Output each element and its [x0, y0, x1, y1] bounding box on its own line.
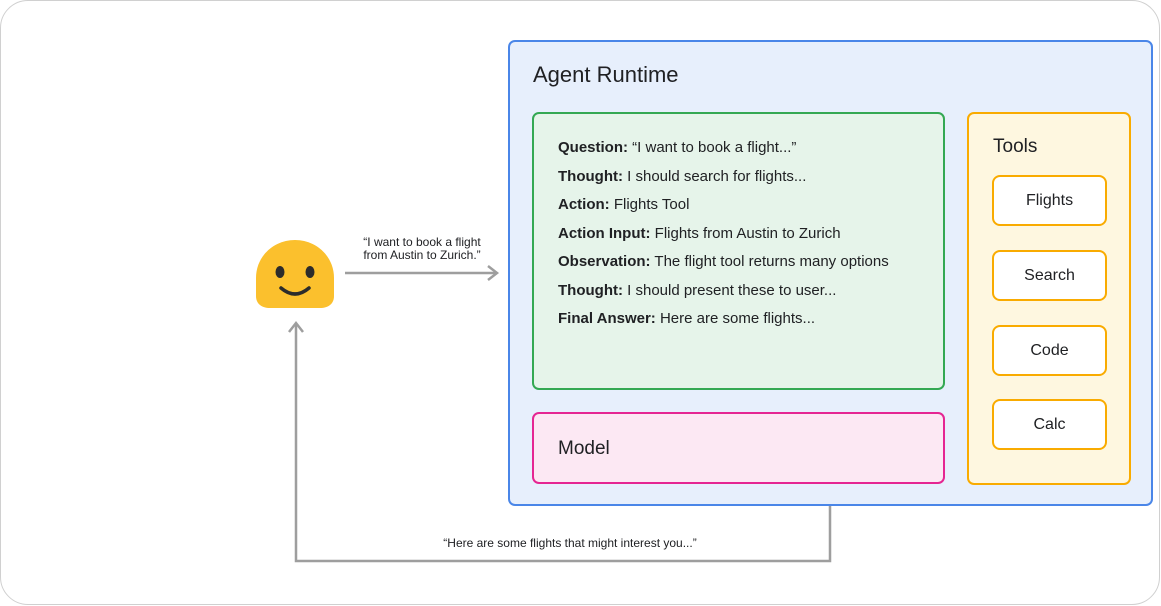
user-request-line: “I want to book a flight: [363, 235, 481, 249]
reply-arrow-line: [294, 324, 832, 563]
trace-row: Action: Flights Tool: [558, 191, 943, 220]
trace-row: Final Answer: Here are some flights...: [558, 305, 943, 334]
trace-key: Final Answer:: [558, 310, 656, 327]
trace-value: The flight tool returns many options: [650, 253, 889, 270]
user-request-text: “I want to book a flight from Austin to …: [330, 236, 514, 262]
trace-key: Thought:: [558, 281, 623, 299]
trace-row: Thought: I should search for flights...: [558, 163, 943, 192]
trace-key: Thought:: [558, 167, 623, 185]
smiley-face-icon: [256, 240, 334, 308]
trace-key: Observation:: [558, 253, 651, 270]
trace-value: Here are some flights...: [655, 310, 816, 327]
trace-value: Flights from Austin to Zurich: [650, 224, 841, 242]
user-request-line: from Austin to Zurich.”: [363, 248, 481, 262]
request-arrow-head: [487, 265, 500, 281]
reply-arrow-head: [288, 320, 304, 333]
trace-row: Observation: The flight tool returns man…: [558, 248, 943, 277]
model-label: Model: [558, 438, 610, 459]
trace-row: Thought: I should present these to user.…: [558, 277, 943, 306]
trace-key: Question:: [558, 139, 628, 156]
trace-value: I should present these to user...: [622, 281, 837, 299]
trace-row: Action Input: Flights from Austin to Zur…: [558, 220, 943, 249]
trace-value: “I want to book a flight...”: [628, 139, 797, 156]
tool-search-button[interactable]: Search: [992, 250, 1107, 301]
tool-calc-button[interactable]: Calc: [992, 399, 1107, 450]
tools-title: Tools: [993, 136, 1038, 157]
agent-runtime-box: Agent Runtime Question: “I want to book …: [508, 40, 1153, 506]
tool-code-button[interactable]: Code: [992, 325, 1107, 376]
trace-value: Flights Tool: [609, 196, 690, 213]
model-box: Model: [532, 412, 945, 484]
trace-row: Question: “I want to book a flight...”: [558, 134, 943, 163]
tool-flights-button[interactable]: Flights: [992, 175, 1107, 226]
tools-panel: Tools Flights Search Code Calc: [967, 112, 1131, 485]
trace-key: Action Input:: [558, 224, 651, 242]
trace-value: I should search for flights...: [622, 167, 807, 185]
agent-runtime-title: Agent Runtime: [533, 62, 679, 87]
trace-key: Action:: [558, 196, 610, 213]
reasoning-trace-box: Question: “I want to book a flight...” T…: [532, 112, 945, 390]
agent-reply-text: “Here are some flights that might intere…: [443, 536, 697, 550]
